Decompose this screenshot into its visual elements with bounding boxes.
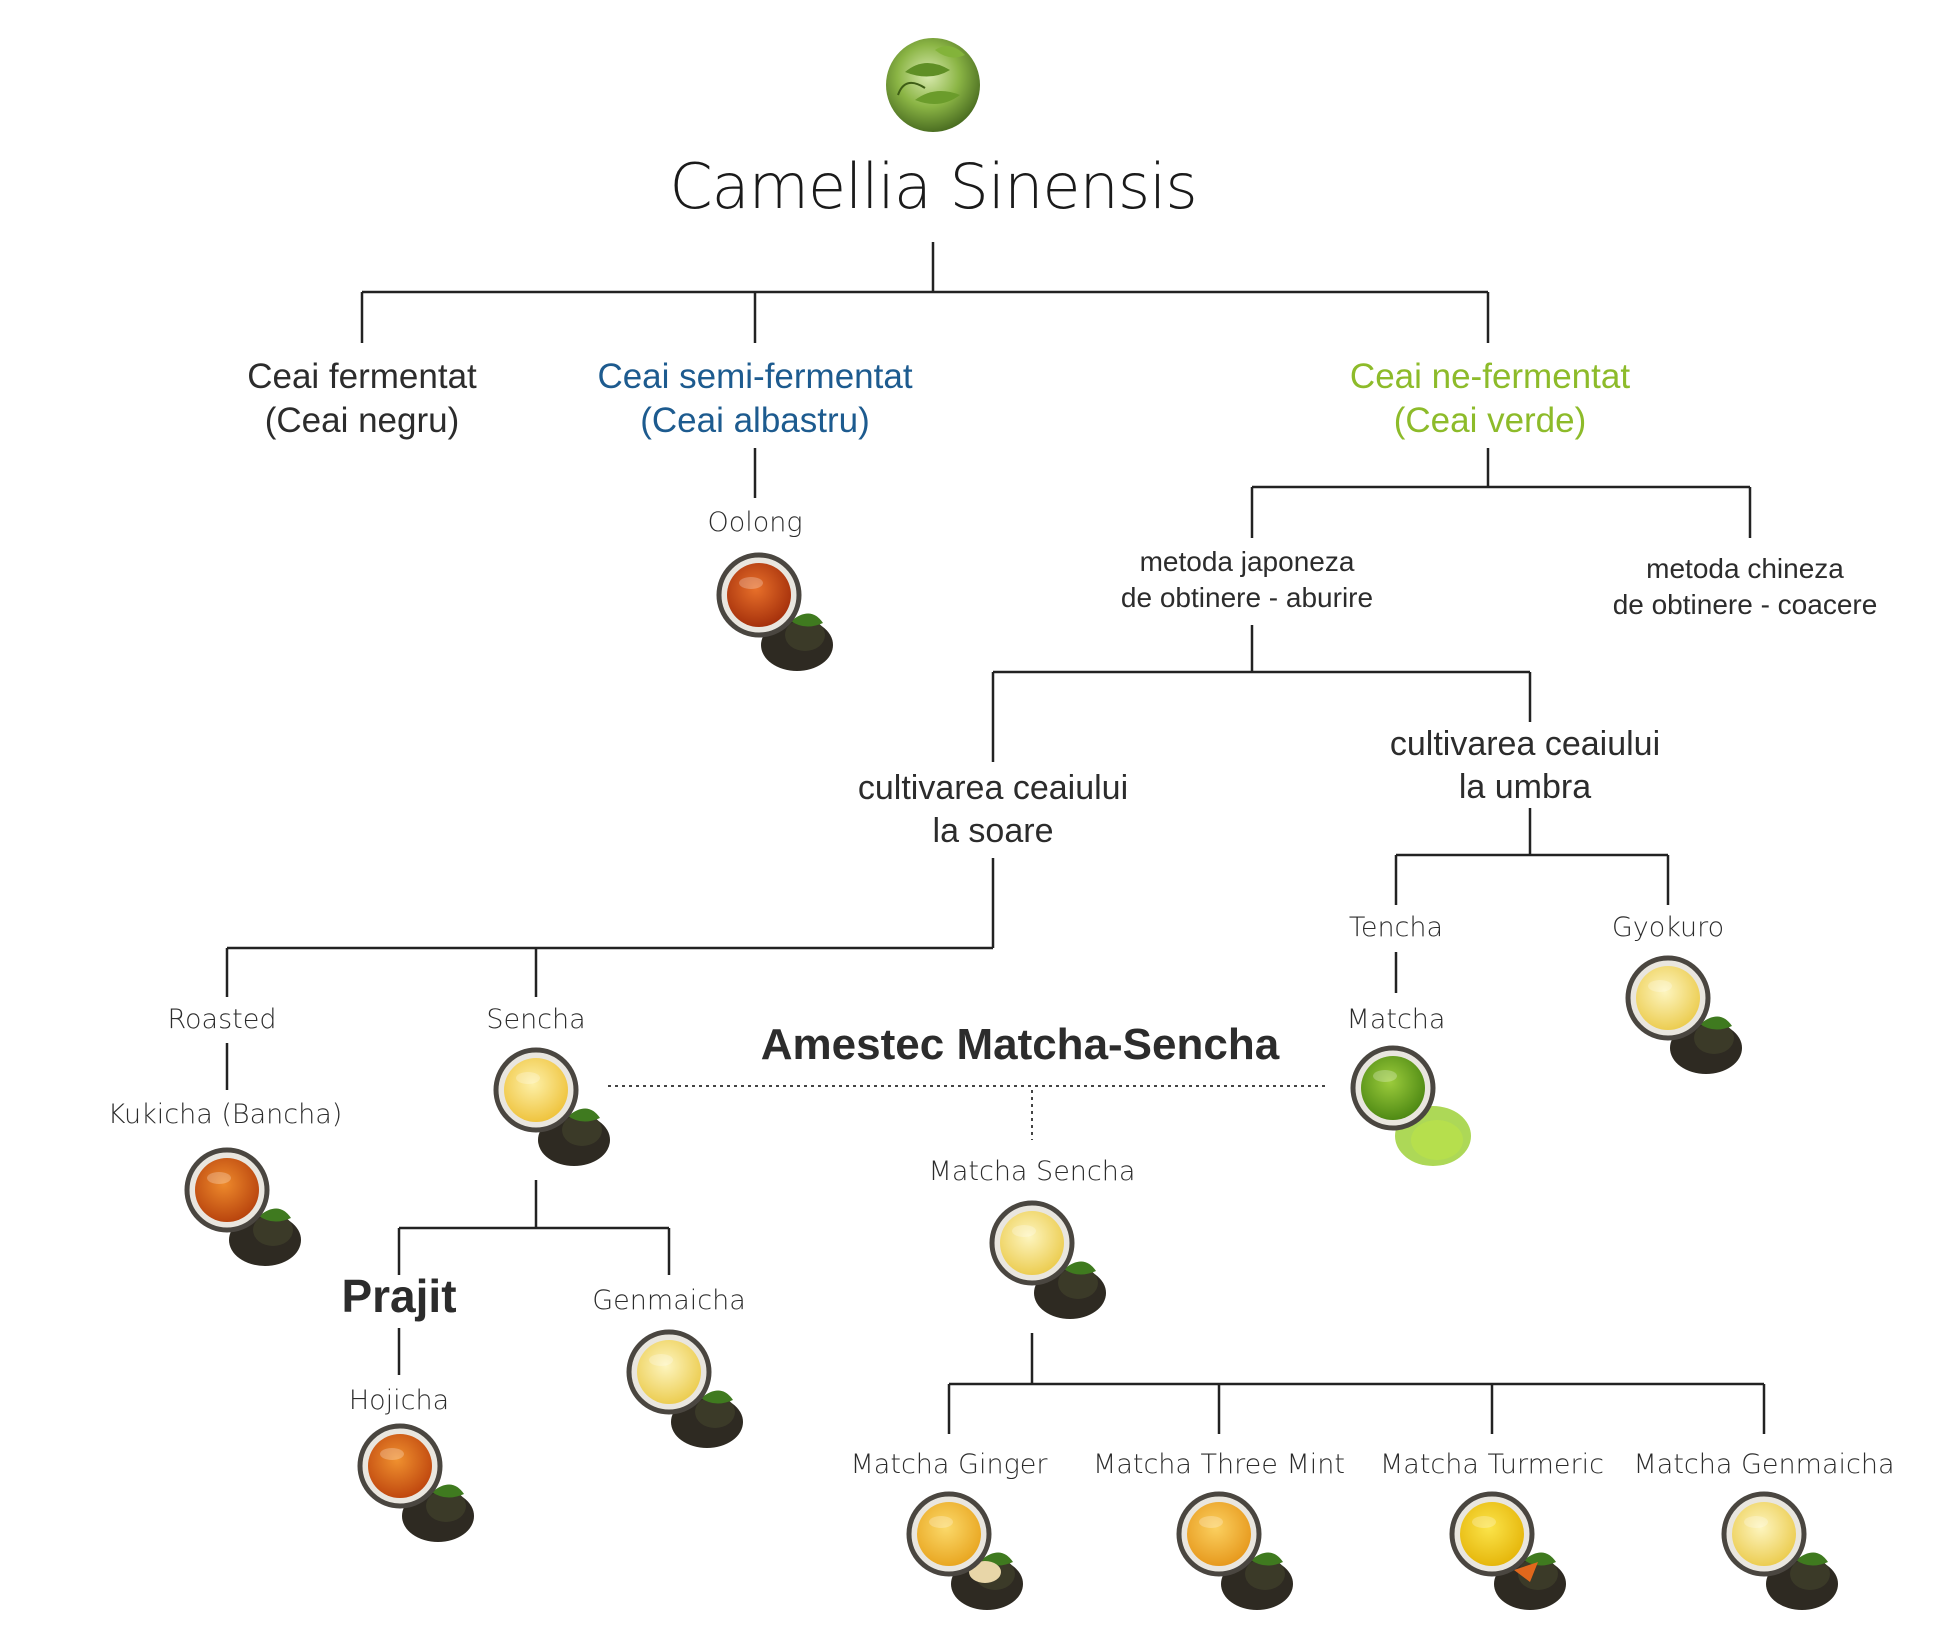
method-japanese: metoda japoneza de obtinere - aburire (1097, 544, 1397, 617)
category-fermented: Ceai fermentat (Ceai negru) (212, 355, 512, 443)
category-semi-fermented-line1: Ceai semi-fermentat (597, 357, 913, 396)
gyokuro-tea-cup-icon (1625, 955, 1742, 1074)
category-non-fermented-line2: (Ceai verde) (1393, 400, 1587, 440)
cultivation-shade-line2: la umbra (1458, 767, 1592, 806)
category-fermented-line1: Ceai fermentat (247, 357, 477, 396)
connector-lines (225, 242, 1766, 1434)
tea-oolong-label: Oolong (707, 507, 803, 538)
tea-kukicha-label: Kukicha (Bancha) (107, 1099, 343, 1130)
method-japanese-line2: de obtinere - aburire (1120, 582, 1374, 614)
tea-roasted-label: Roasted (167, 1004, 277, 1035)
tea-matcha-genmaicha-label: Matcha Genmaicha (1633, 1449, 1895, 1480)
genmaicha-tea-cup-icon (626, 1329, 743, 1448)
category-non-fermented: Ceai ne-fermentat (Ceai verde) (1320, 355, 1660, 443)
kukicha-tea-cup-icon (184, 1147, 301, 1266)
tea-matcha-ginger-label: Matcha Ginger (850, 1449, 1048, 1480)
cultivation-sun: cultivarea ceaiului la soare (843, 767, 1143, 852)
tea-tencha-label: Tencha (1348, 912, 1444, 943)
cultivation-shade-line1: cultivarea ceaiului (1389, 725, 1661, 763)
cultivation-sun-line2: la soare (932, 811, 1054, 850)
blend-dotted-lines (608, 1085, 1325, 1140)
method-chinese: metoda chineza de obtinere - coacere (1590, 551, 1900, 624)
category-non-fermented-line1: Ceai ne-fermentat (1349, 357, 1631, 396)
sencha-tea-cup-icon (493, 1047, 610, 1166)
tea-gyokuro-label: Gyokuro (1611, 912, 1725, 943)
matcha-three-mint-tea-cup-icon (1176, 1491, 1293, 1610)
tea-matcha-sencha-label: Matcha Sencha (928, 1156, 1136, 1187)
tea-matcha-label: Matcha (1346, 1004, 1446, 1035)
category-semi-fermented: Ceai semi-fermentat (Ceai albastru) (585, 355, 925, 443)
method-japanese-line1: metoda japoneza (1139, 546, 1355, 577)
cultivation-sun-line1: cultivarea ceaiului (857, 769, 1129, 807)
method-chinese-line1: metoda chineza (1646, 553, 1844, 584)
prajit-label: Prajit (341, 1270, 457, 1322)
method-chinese-line2: de obtinere - coacere (1612, 589, 1878, 621)
tea-sencha-label: Sencha (486, 1004, 586, 1035)
tea-matcha-three-mint-label: Matcha Three Mint (1093, 1449, 1345, 1480)
oolong-tea-cup-icon (716, 552, 833, 671)
tea-matcha-turmeric-label: Matcha Turmeric (1379, 1449, 1604, 1480)
category-fermented-line2: (Ceai negru) (264, 400, 460, 440)
matcha-powder-bowl-icon (1350, 1045, 1471, 1166)
tea-leaf-logo (886, 38, 980, 132)
matcha-ginger-tea-cup-icon (906, 1491, 1023, 1610)
matcha-turmeric-tea-cup-icon (1449, 1491, 1566, 1610)
diagram-title: Camellia Sinensis (669, 150, 1197, 223)
matcha-genmaicha-tea-cup-icon (1721, 1491, 1838, 1610)
tea-genmaicha-label: Genmaicha (592, 1285, 746, 1316)
tea-hojicha-label: Hojicha (348, 1385, 450, 1416)
matcha-sencha-tea-cup-icon (989, 1200, 1106, 1319)
cultivation-shade: cultivarea ceaiului la umbra (1375, 723, 1675, 808)
hojicha-tea-cup-icon (357, 1423, 474, 1542)
category-semi-fermented-line2: (Ceai albastru) (640, 400, 870, 440)
blend-title: Amestec Matcha-Sencha (760, 1020, 1280, 1069)
